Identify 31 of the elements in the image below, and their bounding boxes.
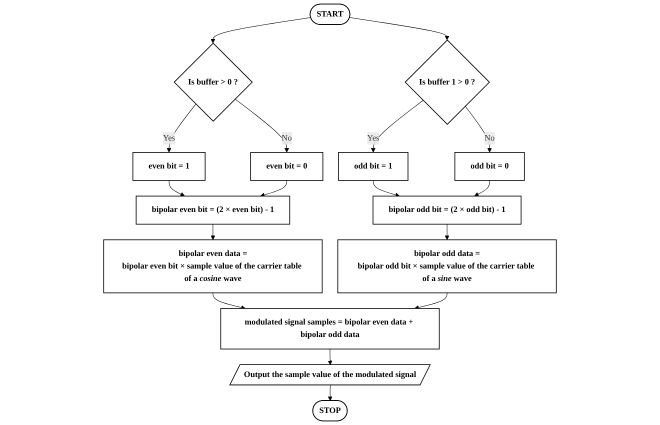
arrow	[234, 98, 290, 153]
arrow	[328, 348, 332, 366]
node-box: even bit = 1	[132, 152, 206, 181]
arrow	[212, 292, 246, 310]
node-box: bipolar odd bit = (2 × odd bit) - 1	[372, 196, 522, 225]
arrow	[414, 292, 448, 310]
node-box: bipolar odd data = bipolar odd bit × sample value of the carrier table of a sine wave	[337, 239, 557, 294]
edge-label: No	[282, 134, 292, 143]
edge-label: Yes	[162, 134, 176, 143]
arrow	[349, 17, 450, 40]
node-box: odd bit = 1	[338, 152, 408, 181]
arrow	[210, 224, 216, 240]
node-box: even bit = 0	[250, 152, 324, 181]
arrow	[464, 106, 492, 153]
arrow	[210, 17, 312, 44]
arrow	[168, 180, 185, 196]
node-diamond: Is buffer 1 > 0 ?	[404, 40, 490, 125]
arrow	[260, 180, 288, 198]
node-box: bipolar even bit = (2 × even bit) - 1	[136, 196, 290, 225]
node-box: bipolar even data = bipolar even bit × sample value of the carrier table of a cosine wave	[103, 239, 323, 294]
node-box: odd bit = 0	[454, 152, 525, 181]
arrow	[372, 180, 400, 198]
node-diamond: Is buffer > 0 ?	[174, 42, 253, 122]
edge-label: No	[484, 134, 495, 143]
node-box: modulated signal samples = bipolar even data + bipolar odd data	[220, 308, 440, 350]
arrow	[444, 224, 450, 240]
arrow	[328, 384, 332, 402]
edge-label: Yes	[367, 134, 380, 143]
arrow	[166, 104, 196, 153]
arrow	[370, 100, 424, 153]
arrow	[474, 180, 490, 196]
